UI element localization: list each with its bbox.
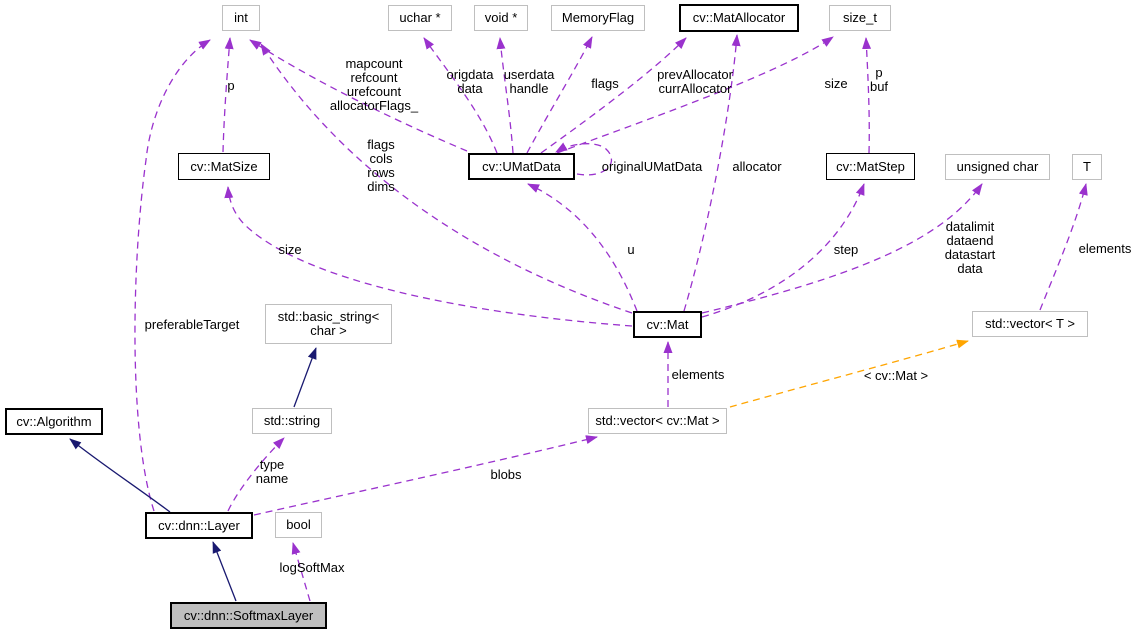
edge-layer-to-vectormat-blobs [253, 435, 598, 516]
node-std-string: std::string [252, 408, 332, 434]
node-int: int [222, 5, 260, 31]
edge-label-size-umatdata: size [824, 76, 848, 91]
edge-umatdata-to-int-counts [249, 39, 468, 152]
node-mat[interactable]: cv::Mat [633, 311, 702, 338]
edge-label-originalumatdata: originalUMatData [601, 159, 703, 174]
edge-label-allocator: allocator [732, 159, 782, 174]
edge-label-preferabletarget: preferableTarget [144, 317, 240, 332]
node-vector-t: std::vector< T > [972, 311, 1088, 337]
node-matallocator[interactable]: cv::MatAllocator [679, 4, 799, 32]
edge-label-userdata: userdata handle [503, 67, 555, 96]
edge-label-datalimit-block: datalimit dataend datastart data [944, 219, 996, 276]
node-size-t: size_t [829, 5, 891, 31]
edge-mat-to-int-flags [260, 43, 633, 314]
edge-umatdata-to-matallocator [540, 37, 687, 154]
edge-mat-to-matstep-step [701, 183, 865, 318]
node-t: T [1072, 154, 1102, 180]
edge-label-p-buf: p buf [869, 65, 889, 94]
edge-label-blobs: blobs [490, 467, 522, 482]
node-dnn-layer[interactable]: cv::dnn::Layer [145, 512, 253, 539]
node-uchar-ptr: uchar * [388, 5, 452, 31]
edge-label-elements-t: elements [1078, 241, 1132, 256]
edge-label-p: p [227, 78, 235, 93]
node-void-ptr: void * [474, 5, 528, 31]
edge-label-size-mat: size [278, 242, 302, 257]
node-vector-mat: std::vector< cv::Mat > [588, 408, 727, 434]
edge-layer-to-string-typename [227, 437, 285, 512]
node-unsigned-char: unsigned char [945, 154, 1050, 180]
edge-string-to-basicstring-inherit [293, 347, 317, 408]
edge-label-prevallocator: prevAllocator currAllocator [657, 67, 733, 96]
edge-label-logsoftmax: logSoftMax [279, 560, 345, 575]
edge-softmaxlayer-to-layer-inherit [212, 541, 237, 602]
edge-matsize-to-int-p [222, 37, 234, 153]
edge-softmaxlayer-to-bool-logsoftmax [291, 542, 311, 602]
edge-umatdata-to-voidptr [496, 37, 514, 154]
node-umatdata[interactable]: cv::UMatData [468, 153, 575, 180]
node-matstep[interactable]: cv::MatStep [826, 153, 915, 180]
edge-layer-to-algorithm-inherit [69, 438, 171, 513]
edge-mat-to-matallocator-allocator [683, 34, 741, 312]
node-algorithm[interactable]: cv::Algorithm [5, 408, 103, 435]
node-memoryflag: MemoryFlag [551, 5, 645, 31]
edge-label-flags: flags [591, 76, 619, 91]
edge-layer-to-int-preferabletarget [134, 39, 211, 512]
node-bool: bool [275, 512, 322, 538]
edge-label-u: u [627, 242, 635, 257]
edge-umatdata-to-sizet-size [556, 36, 834, 154]
edge-label-origdata: origdata data [446, 67, 494, 96]
edge-label-mapcount-block: mapcount refcount urefcount allocatorFla… [329, 56, 419, 113]
edge-umatdata-to-memoryflag [526, 36, 593, 154]
edge-vectormat-to-vectort-template [729, 339, 969, 408]
edge-label-type-name: type name [255, 457, 289, 486]
edge-label-step: step [833, 242, 859, 257]
node-matsize[interactable]: cv::MatSize [178, 153, 270, 180]
edge-matstep-to-sizet-pbuf [862, 37, 872, 154]
edge-mat-to-umatdata-u [527, 183, 638, 312]
edge-umatdata-to-ucharptr [423, 37, 498, 154]
node-basic-string: std::basic_string< char > [265, 304, 392, 344]
edge-mat-to-matsize-size [224, 186, 633, 327]
edge-label-template-cvmat: < cv::Mat > [863, 368, 929, 383]
edge-umatdata-self-loop [555, 142, 612, 176]
edge-vectort-to-t-elements [1039, 183, 1088, 311]
edge-label-flags-cols-rows-dims: flags cols rows dims [367, 137, 395, 194]
edge-label-elements-mat: elements [671, 367, 725, 382]
node-dnn-softmaxlayer: cv::dnn::SoftmaxLayer [170, 602, 327, 629]
